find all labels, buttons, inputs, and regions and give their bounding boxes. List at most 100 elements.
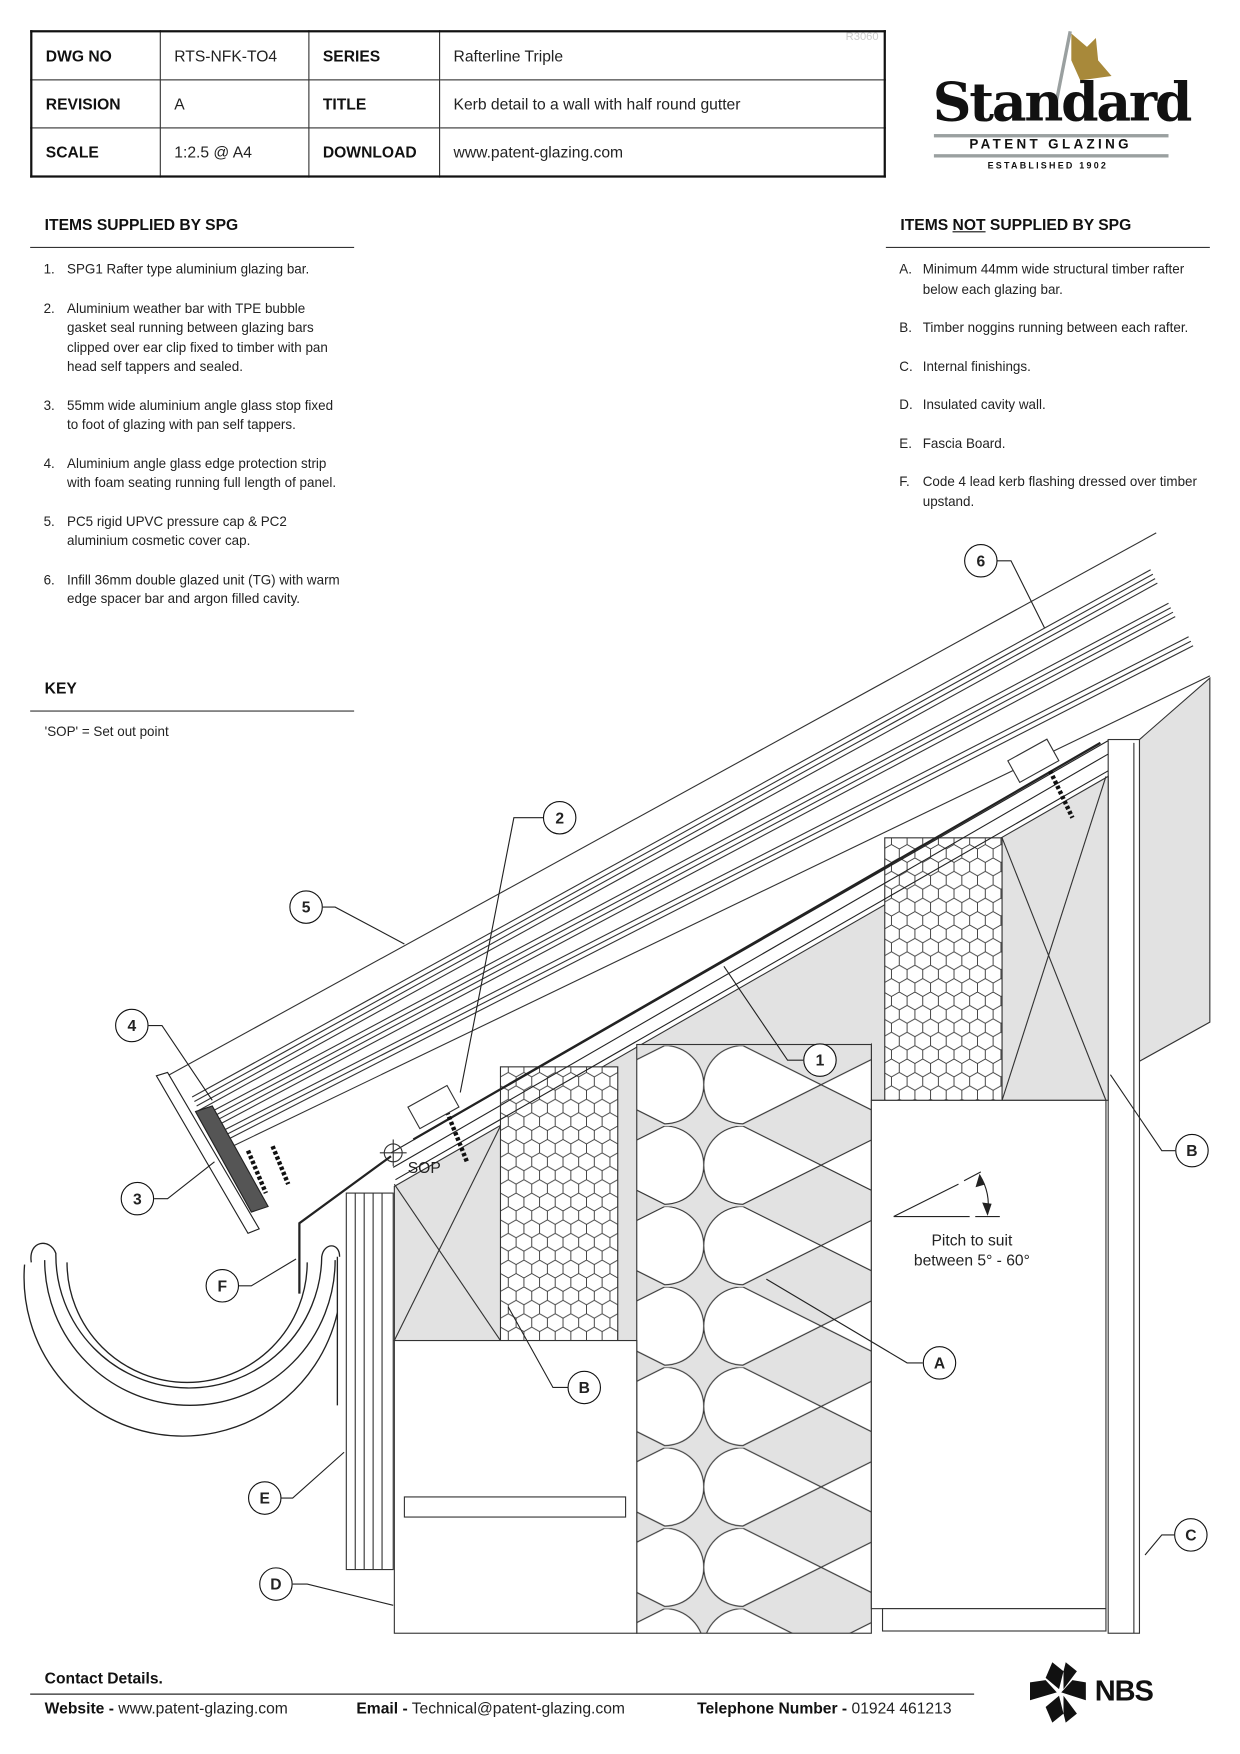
company-logo: Standard PATENT GLAZING ESTABLISHED 1902	[931, 27, 1192, 178]
cavity-insulation	[636, 1043, 872, 1634]
lead-flashing-f	[298, 1155, 392, 1294]
supplied-heading: ITEMS SUPPLIED BY SPG	[44, 215, 239, 234]
half-round-gutter	[23, 1242, 341, 1437]
weather-bar-2	[1007, 738, 1060, 784]
list-item: F. Code 4 lead kerb flashing dressed over…	[899, 473, 1201, 512]
phone-label: Telephone Number	[697, 1699, 838, 1718]
item-text: Insulated cavity wall.	[922, 396, 1046, 413]
divider	[885, 246, 1210, 249]
glazing-panel-6	[167, 532, 1211, 1152]
heading-part: ITEMS	[900, 215, 953, 234]
reference-code: R3060	[845, 31, 879, 44]
phone-contact: Telephone Number - 01924 461213	[697, 1699, 951, 1717]
list-item: 3. 55mm wide aluminium angle glass stop f…	[44, 396, 346, 435]
rigid-insulation	[884, 837, 1003, 1101]
item-number: 5.	[43, 513, 55, 529]
callout-e: E	[248, 1481, 282, 1515]
label: REVISION	[30, 79, 161, 129]
callout-f: F	[205, 1269, 240, 1303]
item-text: Internal finishings.	[922, 358, 1031, 374]
item-text: Aluminium angle glass edge protection st…	[67, 455, 337, 491]
callout-b: B	[567, 1370, 602, 1405]
item-number: E.	[899, 435, 912, 451]
item-number: B.	[899, 319, 912, 336]
list-item: 2.Aluminium weather bar with TPE bubble …	[44, 299, 346, 377]
not-supplied-heading: ITEMS NOT SUPPLIED BY SPG	[900, 216, 1131, 234]
timber-noggins	[393, 776, 1107, 1341]
label: SERIES	[308, 30, 441, 81]
item-number: 6.	[43, 571, 55, 588]
key-text: 'SOP' = Set out point	[44, 723, 169, 740]
label: TITLE	[308, 79, 441, 129]
title-row: REVISION A TITLE Kerb detail to a wall w…	[30, 79, 886, 129]
divider	[30, 246, 355, 249]
value: A	[159, 79, 310, 129]
callout-6: 6	[964, 544, 998, 578]
sop-label: SOP	[407, 1158, 441, 1177]
item-text: 55mm wide aluminium angle glass stop fix…	[67, 397, 334, 433]
value: 1:2.5 @ A4	[159, 127, 310, 178]
list-item: A.Minimum 44mm wide structural timber ra…	[899, 260, 1201, 299]
nbs-star-icon	[1029, 1662, 1086, 1723]
logo-rule	[933, 154, 1169, 158]
edge-protection-4	[194, 1105, 269, 1213]
item-number: C.	[899, 358, 913, 374]
callout-3: 3	[120, 1181, 155, 1216]
callout-b: B	[1175, 1133, 1209, 1168]
logo-rule	[933, 134, 1169, 138]
fascia-board-e	[345, 1192, 394, 1571]
nbs-text: NBS	[1094, 1673, 1154, 1707]
list-item: 6. Infill 36mm double glazed unit (TG) wi…	[44, 570, 346, 609]
value: RTS-NFK-TO4	[159, 30, 310, 81]
title-row: SCALE 1:2.5 @ A4 DOWNLOAD www.patent-gla…	[30, 127, 886, 178]
inner-leaf	[870, 1099, 1107, 1610]
item-text: Timber noggins running between each raft…	[922, 319, 1189, 336]
item-number: 1.	[43, 261, 55, 278]
item-text: PC5 rigid UPVC pressure cap & PC2 alumin…	[67, 513, 287, 549]
callout-5: 5	[289, 890, 323, 924]
key-heading: KEY	[44, 679, 77, 698]
separator: -	[841, 1699, 848, 1718]
divider	[30, 710, 355, 712]
email-contact: Email - Technical@patent-glazing.com	[356, 1699, 625, 1717]
label: DOWNLOAD	[308, 127, 441, 178]
supplied-list: 1.SPG1 Rafter type aluminium glazing bar…	[44, 260, 346, 628]
email-link[interactable]: Technical@patent-glazing.com	[411, 1699, 625, 1718]
heading-part: NOT	[952, 215, 986, 234]
callout-c: C	[1174, 1518, 1208, 1552]
download-link[interactable]: www.patent-glazing.com	[439, 127, 886, 178]
logo-established: ESTABLISHED 1902	[987, 160, 1109, 171]
glass-stop-3	[155, 1071, 260, 1234]
list-item: 5. PC5 rigid UPVC pressure cap & PC2 alum…	[44, 512, 346, 551]
label: SCALE	[30, 127, 161, 178]
item-number: 2.	[43, 299, 55, 316]
title-block: DWG NO RTS-NFK-TO4 SERIES Rafterline Tri…	[30, 30, 886, 178]
website-link[interactable]: www.patent-glazing.com	[118, 1699, 288, 1718]
value: Kerb detail to a wall with half round gu…	[439, 79, 886, 129]
phone-number: 01924 461213	[851, 1699, 952, 1718]
interior-lining	[1138, 676, 1211, 1063]
email-label: Email	[356, 1699, 399, 1718]
logo-name: Standard	[932, 71, 1193, 135]
callout-4: 4	[115, 1008, 149, 1043]
item-number: 3.	[43, 397, 55, 413]
pitch-line: Pitch to suit	[931, 1231, 1013, 1249]
weather-bar-2	[407, 1084, 460, 1130]
rigid-insulation	[499, 1066, 619, 1342]
item-text: Fascia Board.	[922, 435, 1006, 451]
not-supplied-list: A.Minimum 44mm wide structural timber ra…	[899, 260, 1201, 530]
callout-1: 1	[803, 1043, 837, 1077]
item-text: Infill 36mm double glazed unit (TG) with…	[67, 571, 340, 607]
item-number: F.	[899, 473, 910, 490]
separator: -	[402, 1699, 408, 1718]
website-label: Website	[44, 1699, 105, 1718]
title-row: DWG NO RTS-NFK-TO4 SERIES Rafterline Tri…	[30, 30, 886, 81]
item-text: Code 4 lead kerb flashing dressed over t…	[922, 473, 1197, 509]
list-item: 1.SPG1 Rafter type aluminium glazing bar…	[44, 260, 346, 280]
contact-heading: Contact Details.	[44, 1668, 163, 1687]
nbs-logo: NBS	[1029, 1660, 1164, 1727]
separator: -	[108, 1699, 114, 1718]
